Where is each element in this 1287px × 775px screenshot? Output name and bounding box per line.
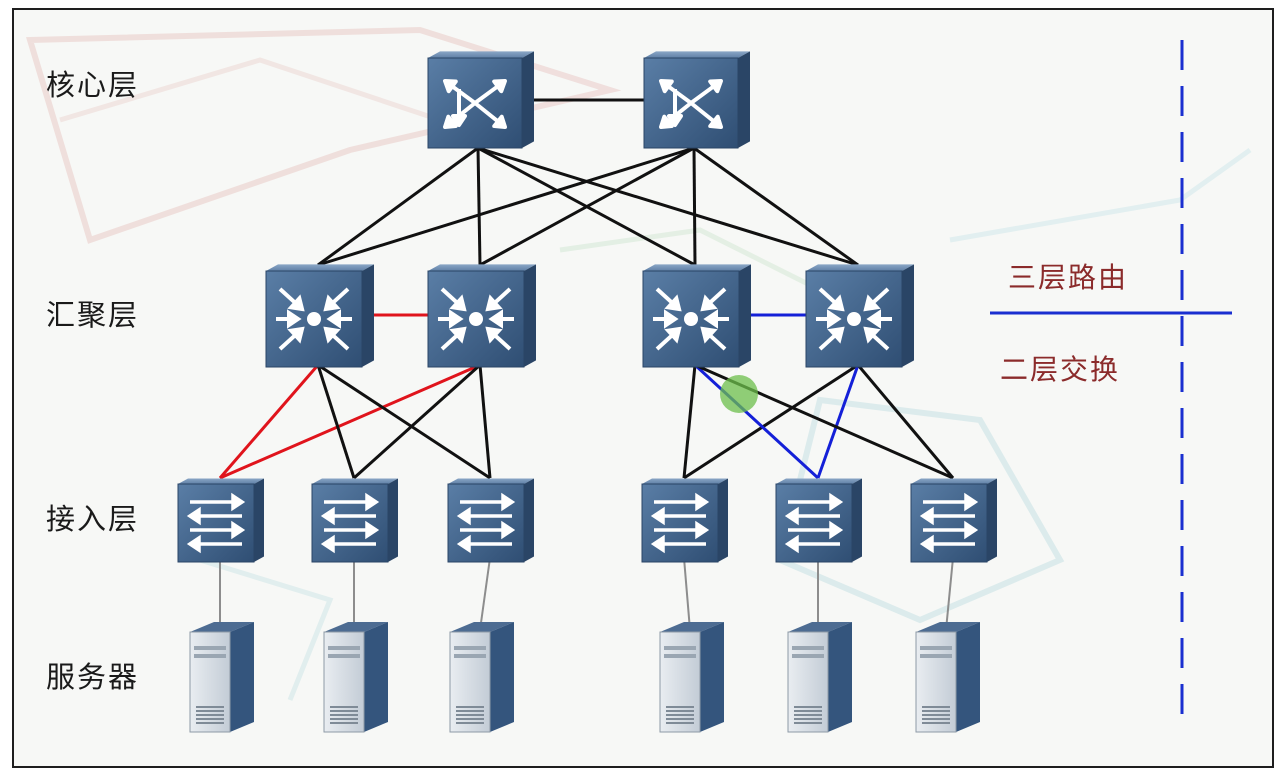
access-switch-icon[interactable] [447,478,534,563]
link-agg-switch-2-access-switch-3 [478,364,492,479]
link-agg-switch-4-access-switch-4 [683,363,859,480]
layer-label-aggregation: 汇聚层 [46,298,140,332]
layer-label-access: 接入层 [46,502,140,536]
link-agg-switch-4-access-switch-6 [856,364,955,479]
link-agg-switch-3-access-switch-5 [693,363,820,480]
core-router-icon[interactable] [643,51,750,149]
link-core-router-2-agg-switch-1 [317,146,695,267]
label-layer3-routing: 三层路由 [1008,261,1129,294]
access-switch-icon[interactable] [177,478,264,563]
core-router-icon[interactable] [427,51,534,149]
layer-label-server: 服务器 [46,660,140,694]
server-icon[interactable] [659,622,724,733]
link-access-switch-4-server-4 [683,557,691,631]
link-agg-switch-1-access-switch-2 [316,364,356,479]
aggregation-switch-icon[interactable] [265,264,374,368]
devices-layer [177,51,997,733]
server-icon[interactable] [189,622,254,733]
aggregation-switch-icon[interactable] [805,264,914,368]
link-access-switch-6-server-6 [945,557,954,631]
aggregation-switch-icon[interactable] [642,264,751,368]
link-core-router-2-agg-switch-2 [479,146,695,267]
access-switch-icon[interactable] [311,478,398,563]
link-core-router-2-agg-switch-4 [693,146,859,267]
server-icon[interactable] [915,622,980,733]
link-core-router-2-agg-switch-3 [692,147,697,266]
link-core-router-1-agg-switch-1 [317,146,479,267]
link-agg-switch-2-access-switch-2 [352,363,482,480]
link-agg-switch-3-access-switch-4 [682,364,697,479]
link-agg-switch-4-access-switch-5 [816,364,860,479]
server-icon[interactable] [323,622,388,733]
link-agg-switch-1-access-switch-1 [218,364,320,479]
link-agg-switch-1-access-switch-3 [317,363,491,480]
server-icon[interactable] [449,622,514,733]
link-core-router-1-agg-switch-2 [476,147,482,266]
access-switch-icon[interactable] [775,478,862,563]
aggregation-switch-icon[interactable] [427,264,536,368]
layer-label-core: 核心层 [46,68,140,102]
access-switch-icon[interactable] [910,478,997,563]
server-icon[interactable] [787,622,852,733]
link-agg-switch-2-access-switch-1 [219,363,481,480]
label-layer2-switching: 二层交换 [1000,353,1121,386]
link-core-router-1-agg-switch-4 [477,146,859,267]
access-switch-icon[interactable] [641,478,728,563]
link-access-switch-3-server-3 [479,557,491,631]
highlight-marker [720,375,758,413]
